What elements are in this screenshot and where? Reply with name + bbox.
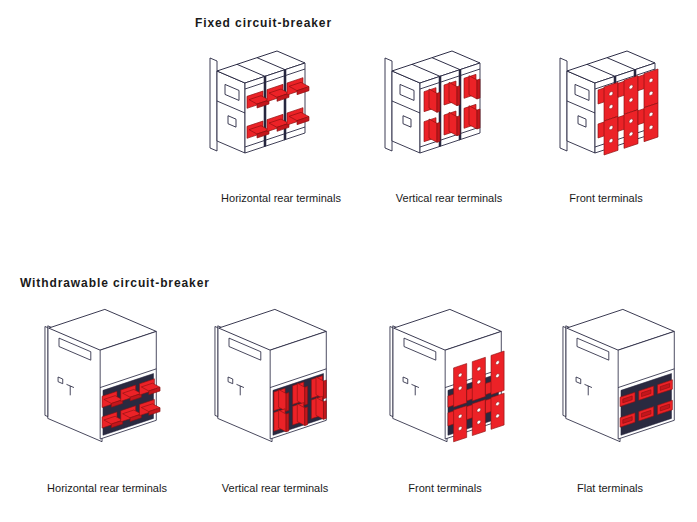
breaker-body — [45, 309, 156, 441]
terminal-set — [102, 377, 160, 431]
terminal-caption: Horizontal rear terminals — [47, 482, 167, 494]
terminal-set — [448, 351, 504, 444]
terminal-set — [274, 374, 326, 436]
terminal-caption: Horizontal rear terminals — [221, 192, 341, 204]
terminal-caption: Front terminals — [569, 192, 642, 204]
section-heading: Withdrawable circuit-breaker — [20, 276, 210, 290]
terminal-caption: Front terminals — [408, 482, 481, 494]
breaker-body — [215, 309, 326, 441]
terminal-set — [598, 69, 658, 157]
section-heading: Fixed circuit-breaker — [195, 16, 332, 30]
terminal-set — [247, 76, 309, 142]
terminal-caption: Vertical rear terminals — [222, 482, 328, 494]
breaker-body — [563, 309, 674, 441]
terminal-set — [620, 380, 672, 427]
terminal-caption: Vertical rear terminals — [396, 192, 502, 204]
terminal-caption: Flat terminals — [577, 482, 643, 494]
terminal-set — [424, 72, 480, 147]
breaker-body — [385, 51, 480, 163]
